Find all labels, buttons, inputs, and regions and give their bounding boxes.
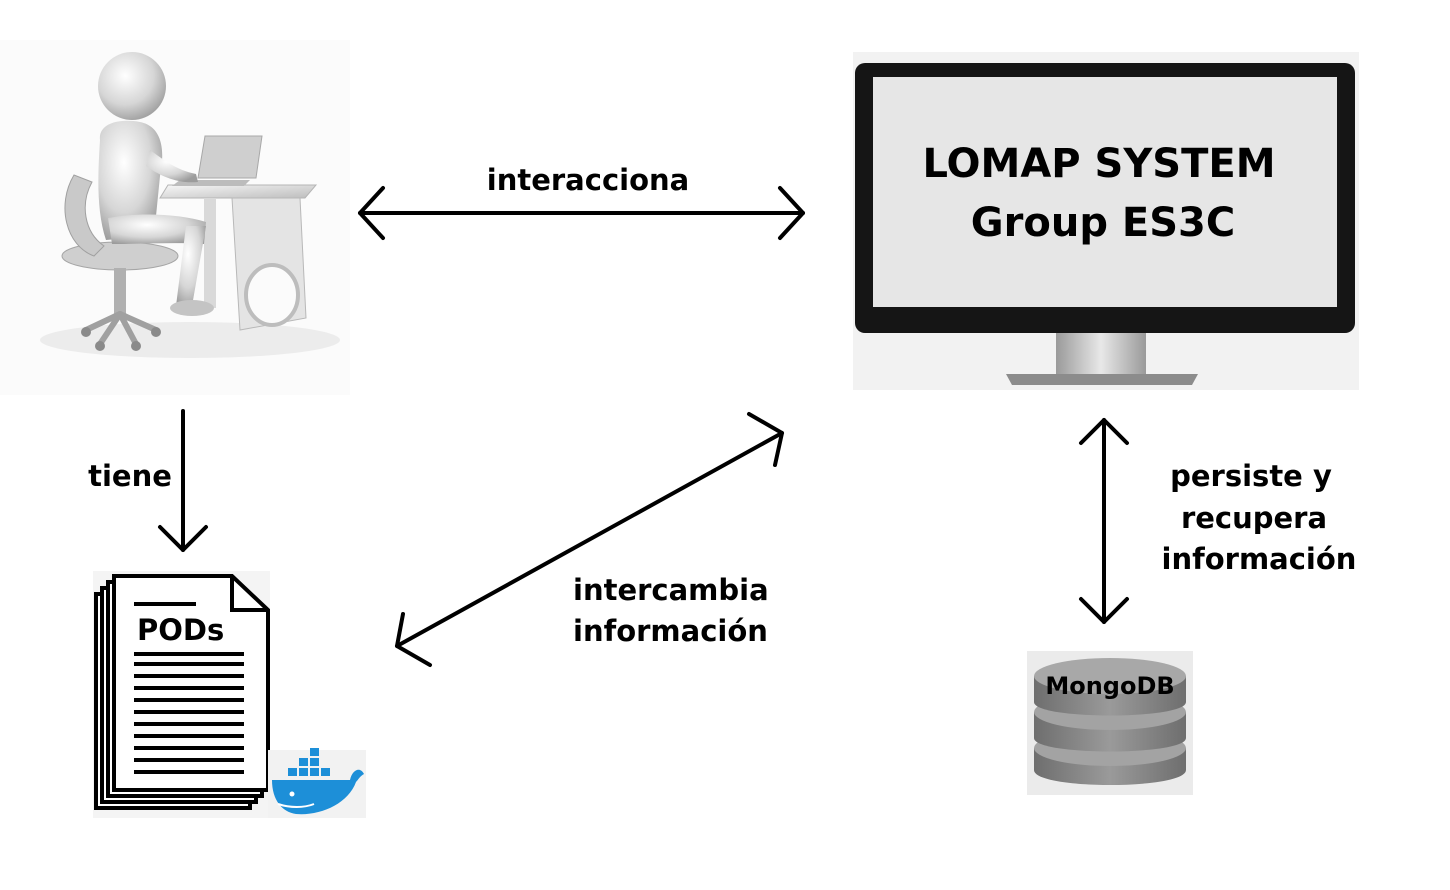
database-label: MongoDB — [1045, 672, 1174, 700]
monitor-icon: LOMAP SYSTEM Group ES3C — [853, 52, 1359, 390]
edge-label-persiste: persiste y — [1170, 459, 1332, 493]
system-title-line2: Group ES3C — [971, 200, 1235, 246]
user-at-desk-icon — [0, 40, 350, 395]
pods-label: PODs — [137, 613, 224, 647]
edge-label-informacion-1: información — [573, 614, 768, 648]
system-title-line1: LOMAP SYSTEM — [922, 141, 1275, 187]
document-stack-icon: PODs — [93, 571, 270, 818]
docker-whale-icon — [268, 748, 366, 818]
edge-label-recupera: recupera — [1181, 501, 1327, 535]
document-text-lines — [134, 652, 244, 774]
edge-label-informacion-2: información — [1162, 542, 1357, 576]
edge-label-intercambia: intercambia — [573, 573, 769, 607]
monitor-screen — [873, 77, 1337, 307]
arrow-user-system — [358, 186, 805, 240]
database-cylinder-icon: MongoDB — [1027, 651, 1193, 795]
edge-label-interacciona: interacciona — [487, 163, 689, 197]
arrow-system-db — [1079, 418, 1129, 624]
edge-label-tiene: tiene — [88, 459, 172, 493]
arrow-pods-system — [395, 412, 784, 667]
arrow-user-pods — [158, 409, 208, 552]
